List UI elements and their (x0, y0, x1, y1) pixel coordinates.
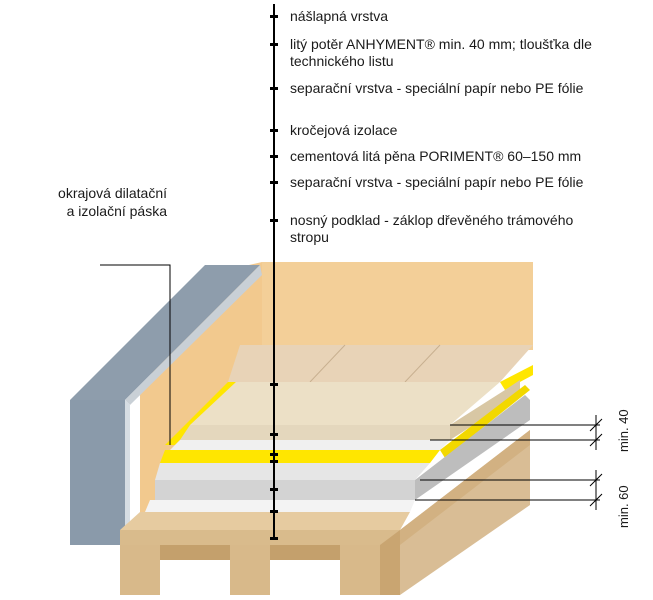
layer-label-text: separační vrstva - speciální papír nebo … (290, 174, 584, 190)
wall-inner-strip (125, 400, 130, 545)
dimension-bottom-label: min. 60 (616, 485, 631, 528)
wood-subfloor-top (120, 512, 410, 530)
label-tick (270, 219, 278, 222)
joist (230, 545, 270, 595)
yellow-tape-left (165, 382, 236, 445)
joist-back (160, 545, 230, 560)
joist-side (380, 530, 400, 595)
yellow-tape-right (500, 365, 533, 390)
label-tick (270, 87, 278, 90)
plank-line (404, 344, 441, 383)
layer-tick (270, 383, 278, 386)
layer-label: nášlapná vrstva (290, 8, 388, 25)
layer-tick (270, 488, 278, 491)
dim-tick (589, 418, 603, 432)
label-tick (270, 181, 278, 184)
layer-label-text: litý potěr ANHYMENT® min. 40 mm; tloušťk… (290, 36, 592, 69)
layer-tick (270, 510, 278, 513)
anhyment-top (190, 382, 500, 425)
layer-label: separační vrstva - speciální papír nebo … (290, 80, 590, 97)
layer-tick (270, 453, 278, 456)
dim-tick (589, 473, 603, 487)
tape-leader-line (100, 264, 171, 445)
left-wall-gray (70, 265, 260, 400)
leader-vertical-line (273, 4, 275, 540)
joist-back (270, 545, 340, 560)
layer-label-text: separační vrstva - speciální papír nebo … (290, 80, 584, 96)
joist (120, 545, 160, 595)
left-wall-gray-front (70, 400, 125, 545)
plank-line (309, 344, 346, 383)
layer-tick (270, 537, 278, 540)
label-tick (270, 155, 278, 158)
separation-top (170, 440, 450, 450)
layer-tick (270, 433, 278, 436)
layer-label: separační vrstva - speciální papír nebo … (290, 174, 590, 191)
layer-label-text: kročejová izolace (290, 122, 398, 138)
joist (340, 545, 380, 595)
anhyment-front (180, 425, 450, 440)
poriment-top (155, 463, 430, 480)
wood-right-edge (400, 430, 530, 595)
layer-label: nosný podklad - záklop dřevěného trámové… (290, 212, 590, 246)
dim-tick (589, 433, 603, 447)
left-wall-gray-inner (125, 265, 262, 405)
dim-tick (589, 493, 603, 507)
layer-label: kročejová izolace (290, 122, 397, 139)
acoustic-insulation (160, 450, 440, 463)
poriment-front (155, 480, 415, 500)
dimension-top-label: min. 40 (616, 409, 631, 452)
layer-label: litý potěr ANHYMENT® min. 40 mm; tloušťk… (290, 36, 600, 70)
label-tick (270, 129, 278, 132)
layer-tick (270, 460, 278, 463)
top-flooring (228, 345, 533, 382)
separation-bottom (145, 500, 415, 512)
wood-subfloor-front (120, 530, 400, 545)
layer-label-text: cementová litá pěna PORIMENT® 60–150 mm (290, 148, 582, 164)
layer-label-text: nášlapná vrstva (290, 8, 389, 24)
back-wall (262, 262, 533, 350)
poriment-side (415, 395, 530, 500)
layer-label-text: nosný podklad - záklop dřevěného trámové… (290, 212, 574, 245)
edge-tape-label: okrajová dilatační a izolační páska (58, 185, 167, 219)
label-tick (270, 15, 278, 18)
label-tick (270, 43, 278, 46)
layer-label: cementová litá pěna PORIMENT® 60–150 mm (290, 148, 581, 165)
